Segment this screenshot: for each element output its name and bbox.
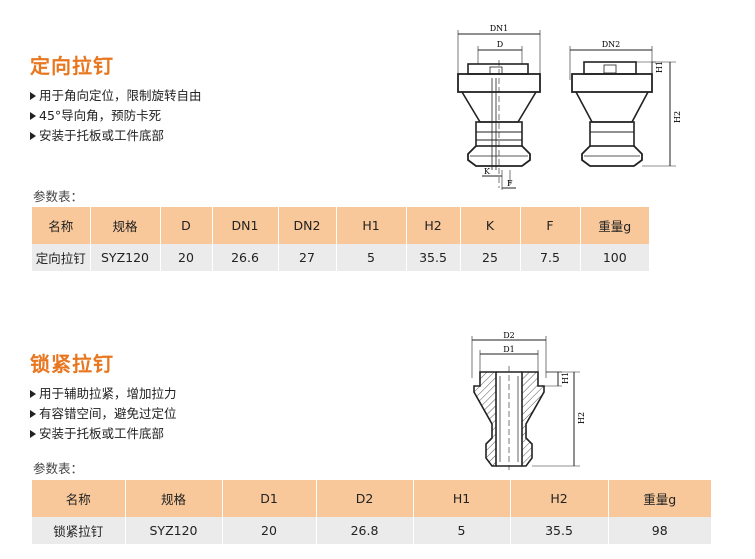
table-header-cell: H2 <box>406 207 461 244</box>
table-header-cell: H1 <box>413 480 511 517</box>
dim-label-d2: D2 <box>503 331 515 340</box>
table-header-cell: 规格 <box>90 207 161 244</box>
list-item: 安装于托板或工件底部 <box>30 424 177 444</box>
table-cell: 定向拉钉 <box>32 244 91 271</box>
table-header-cell: H1 <box>336 207 407 244</box>
table-cell: 5 <box>336 244 407 271</box>
section1-technical-drawing: DN1 D DN2 H1 H2 K F <box>457 24 682 190</box>
table-header-cell: F <box>520 207 581 244</box>
list-item: 用于角向定位，限制旋转自由 <box>30 86 202 106</box>
table-header-cell: DN1 <box>212 207 279 244</box>
table-cell: SYZ120 <box>125 517 223 544</box>
section2-feature-list: 用于辅助拉紧，增加拉力 有容错空间，避免过定位 安装于托板或工件底部 <box>30 384 177 444</box>
triangle-bullet-icon <box>30 112 36 120</box>
table-cell: 20 <box>160 244 213 271</box>
section2-param-table: 名称 规格 D1 D2 H1 H2 重量g 锁紧拉钉 SYZ120 20 26.… <box>32 480 711 544</box>
table-header-cell: D1 <box>222 480 317 517</box>
section1-title: 定向拉钉 <box>30 54 114 78</box>
table-header-cell: 名称 <box>32 480 126 517</box>
table-row: 锁紧拉钉 SYZ120 20 26.8 5 35.5 98 <box>32 517 711 544</box>
table-cell: 25 <box>460 244 521 271</box>
list-item: 45°导向角，预防卡死 <box>30 106 202 126</box>
table-header-row: 名称 规格 D1 D2 H1 H2 重量g <box>32 480 711 517</box>
list-item: 有容错空间，避免过定位 <box>30 404 177 424</box>
table-header-row: 名称 规格 D DN1 DN2 H1 H2 K F 重量g <box>32 207 649 244</box>
table-cell: 26.8 <box>316 517 414 544</box>
table-header-cell: 名称 <box>32 207 91 244</box>
dim-label-h2: H2 <box>577 412 585 424</box>
table-cell: 35.5 <box>406 244 461 271</box>
table-header-cell: 重量g <box>598 219 632 234</box>
section2-title: 锁紧拉钉 <box>30 352 114 376</box>
table-header-cell: D2 <box>316 480 414 517</box>
triangle-bullet-icon <box>30 92 36 100</box>
table-cell: 100 <box>602 250 627 265</box>
section2-param-label: 参数表： <box>33 461 84 476</box>
dim-label-h1: H1 <box>561 372 570 384</box>
list-item: 用于辅助拉紧，增加拉力 <box>30 384 177 404</box>
dim-label-dn1: DN1 <box>490 24 509 33</box>
table-cell: 20 <box>222 517 317 544</box>
triangle-bullet-icon <box>30 410 36 418</box>
dim-label-dn2: DN2 <box>602 40 621 49</box>
table-cell: 98 <box>651 523 668 538</box>
list-item: 安装于托板或工件底部 <box>30 126 202 146</box>
dim-label-d1: D1 <box>503 345 515 354</box>
dim-label-k: K <box>484 167 491 176</box>
table-header-cell: H2 <box>510 480 609 517</box>
triangle-bullet-icon <box>30 430 36 438</box>
table-cell: 锁紧拉钉 <box>32 517 126 544</box>
table-cell: 7.5 <box>520 244 581 271</box>
dim-label-d: D <box>497 40 503 49</box>
table-header-cell: 重量g <box>643 492 677 507</box>
dim-label-f: F <box>507 179 513 188</box>
section2-technical-drawing: D2 D1 H1 H2 <box>471 331 585 470</box>
section1-param-label: 参数表： <box>33 189 84 204</box>
section1-param-table: 名称 规格 D DN1 DN2 H1 H2 K F 重量g 定向拉钉 SYZ12… <box>32 207 649 271</box>
table-cell: 5 <box>413 517 511 544</box>
table-header-cell: DN2 <box>278 207 337 244</box>
table-cell: SYZ120 <box>90 244 161 271</box>
table-header-cell: K <box>460 207 521 244</box>
dim-label-h1: H1 <box>655 61 664 73</box>
table-cell: 26.6 <box>212 244 279 271</box>
table-cell: 35.5 <box>510 517 609 544</box>
table-row: 定向拉钉 SYZ120 20 26.6 27 5 35.5 25 7.5 100 <box>32 244 649 271</box>
triangle-bullet-icon <box>30 390 36 398</box>
triangle-bullet-icon <box>30 132 36 140</box>
table-cell: 27 <box>278 244 337 271</box>
section1-feature-list: 用于角向定位，限制旋转自由 45°导向角，预防卡死 安装于托板或工件底部 <box>30 86 202 146</box>
table-header-cell: D <box>160 207 213 244</box>
table-header-cell: 规格 <box>125 480 223 517</box>
dim-label-h2: H2 <box>673 111 682 123</box>
